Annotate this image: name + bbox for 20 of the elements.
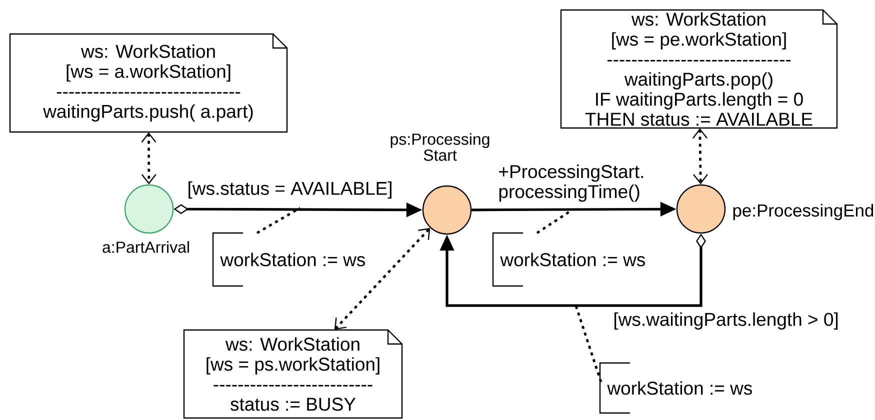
note-box: ws: WorkStation [ws = ps.workStation] -------------------------- status := BUSY (183, 329, 403, 419)
state-label: pe:ProcessingEnd (733, 204, 874, 220)
state-circle (124, 184, 174, 234)
association-line (141, 132, 156, 184)
state-label: a:PartArrival (102, 241, 189, 253)
state-circle (422, 185, 472, 235)
association-line (334, 228, 430, 330)
leader-line (574, 306, 602, 382)
note-box: ws: WorkStation [ws = pe.workStation] ------------------------------ waitingParts.pop() IF waitingParts.length = 0 THEN status := AVAILABLE (560, 9, 838, 129)
state-label: ps:Processing Start (390, 133, 490, 161)
note-box: ws: WorkStation [ws = a.workStation] ------------------------------ waitingParts.push( a.part) (9, 33, 288, 133)
edge-label: [ws.status = AVAILABLE] (186, 180, 394, 200)
bracket-note: workStation := ws (492, 232, 645, 287)
edge-label: +ProcessingStart. processingTime() (497, 164, 650, 203)
leader-line (256, 206, 301, 234)
state-circle (676, 184, 726, 234)
bracket-note: workStation := ws (599, 362, 752, 414)
edge-label: [ws.waitingParts.length > 0] (612, 311, 840, 331)
bracket-note: workStation := ws (212, 232, 365, 287)
association-line (692, 128, 708, 184)
